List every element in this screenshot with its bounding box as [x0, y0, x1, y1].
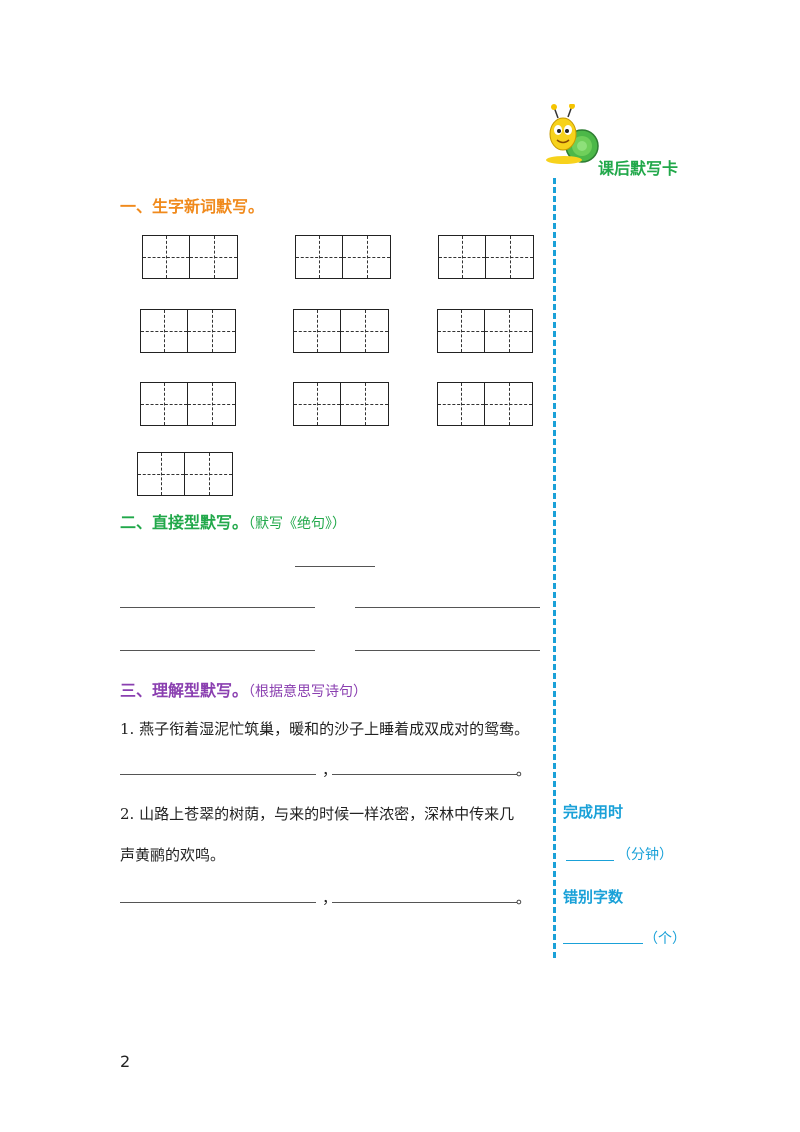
snail-icon [546, 103, 599, 164]
char-grid[interactable] [142, 235, 238, 279]
time-label: 完成用时 [563, 803, 624, 821]
poem-line-blank[interactable] [355, 650, 540, 651]
card-title: 课后默写卡 [598, 159, 679, 178]
section1-title: 一、生字新词默写。 [120, 197, 265, 216]
poem-line-blank[interactable] [120, 607, 315, 608]
mascot [544, 103, 600, 168]
char-grid[interactable] [295, 235, 391, 279]
errors-label: 错别字数 [563, 888, 624, 906]
char-grid[interactable] [437, 382, 533, 426]
char-grid[interactable] [437, 309, 533, 353]
char-grid[interactable] [438, 235, 534, 279]
question-2: 2. 山路上苍翠的树荫，与来的时候一样浓密，深林中传来几 [120, 805, 515, 823]
section3-heading: 三、理解型默写。 [120, 681, 249, 700]
page-number: 2 [120, 1052, 131, 1071]
char-grid[interactable] [293, 309, 389, 353]
section3-note: （根据意思写诗句） [248, 684, 368, 700]
comma: ， [322, 761, 338, 779]
errors-unit: （个） [644, 931, 686, 947]
answer-blank[interactable] [332, 774, 517, 775]
answer-blank[interactable] [120, 774, 316, 775]
answer-blank[interactable] [332, 902, 517, 903]
section2-title: 二、直接型默写。（默写《绝句》） [120, 509, 346, 533]
section2-note: （默写《绝句》） [248, 516, 347, 532]
poem-line-blank[interactable] [120, 650, 315, 651]
comma: ， [322, 889, 338, 907]
char-grid[interactable] [140, 382, 236, 426]
section3-title: 三、理解型默写。（根据意思写诗句） [120, 677, 367, 701]
period: 。 [516, 761, 532, 779]
question-2-cont: 声黄鹂的欢鸣。 [120, 846, 226, 864]
section2-heading: 二、直接型默写。 [120, 513, 249, 532]
poem-title-blank[interactable] [295, 566, 375, 567]
question-1: 1. 燕子衔着湿泥忙筑巢，暖和的沙子上睡着成双成对的鸳鸯。 [120, 720, 530, 738]
answer-blank[interactable] [120, 902, 316, 903]
errors-blank[interactable] [563, 943, 643, 944]
poem-line-blank[interactable] [355, 607, 540, 608]
sidebar-divider [553, 178, 556, 958]
time-unit: （分钟） [617, 847, 673, 863]
time-blank[interactable] [566, 860, 614, 861]
char-grid[interactable] [140, 309, 236, 353]
period: 。 [516, 889, 532, 907]
char-grid[interactable] [293, 382, 389, 426]
char-grid[interactable] [137, 452, 233, 496]
